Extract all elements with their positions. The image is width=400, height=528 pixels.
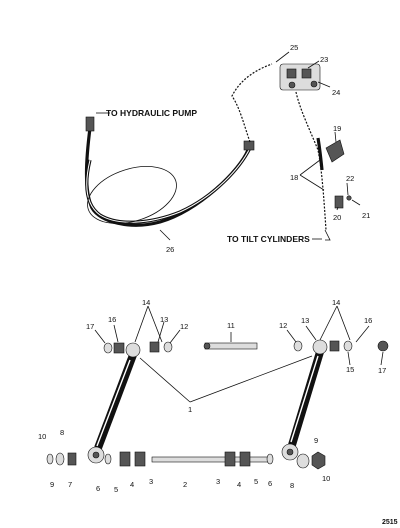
tilt-line-end [324,229,331,241]
lower-pivot-shaft [104,451,274,467]
lower-left-end-parts [46,452,77,466]
pump-fitting [85,116,95,132]
left-tilt-cylinder [87,342,141,464]
label-5-left: 5 [114,485,118,494]
label-12-left: 12 [180,322,188,331]
cap-part [325,139,345,163]
hose-sleeve [316,137,324,171]
label-16-left: 16 [108,315,116,324]
label-21: 21 [362,211,370,220]
caption-to-hydraulic-pump: TO HYDRAULIC PUMP [106,108,197,118]
label-26: 26 [166,245,174,254]
upper-pivot-shaft [203,342,258,350]
label-23: 23 [320,55,328,64]
right-tilt-cylinder [281,339,328,461]
label-10-right: 10 [322,474,330,483]
dashed-line-to-tilt [295,91,327,231]
label-2: 2 [183,480,187,489]
label-13-left: 13 [160,315,168,324]
label-15: 15 [346,365,354,374]
label-3-right: 3 [216,477,220,486]
upper-right-pivot-parts [293,340,389,352]
label-12-right: 12 [279,321,287,330]
label-3-left: 3 [149,477,153,486]
caption-to-tilt-cylinders: TO TILT CYLINDERS [227,234,310,244]
label-18: 18 [290,173,298,182]
label-11: 11 [227,321,235,330]
label-19: 19 [333,124,341,133]
label-20: 20 [333,213,341,222]
figure-number: 2515 [382,519,398,526]
label-4-right: 4 [237,480,241,489]
label-13-right: 13 [301,316,309,325]
label-9-left: 9 [50,480,54,489]
leader-1 [139,355,313,403]
label-1: 1 [188,405,192,414]
upper-left-pivot-parts [103,341,173,354]
lower-right-end-parts [296,451,326,470]
label-6-right: 6 [268,479,272,488]
manifold-block [279,63,321,91]
label-10-left: 10 [38,432,46,441]
label-14-left: 14 [142,298,150,307]
small-ball-part [346,195,352,201]
hose-end-fitting [243,140,255,151]
label-14-right: 14 [332,298,340,307]
leader-14-right [319,305,351,341]
label-8-left: 8 [60,428,64,437]
label-9-right: 9 [314,436,318,445]
fitting-part [334,195,344,209]
label-17-left: 17 [86,322,94,331]
hydraulic-hose-coil [84,116,255,227]
dashed-line-to-manifold [231,63,273,143]
label-22: 22 [346,174,354,183]
label-7: 7 [68,480,72,489]
label-4-left: 4 [130,480,134,489]
label-5-right: 5 [254,477,258,486]
label-17-right: 17 [378,366,386,375]
label-16-right: 16 [364,316,372,325]
label-24: 24 [332,88,340,97]
label-8-right: 8 [290,481,294,490]
label-25: 25 [290,43,298,52]
label-6-left: 6 [96,484,100,493]
